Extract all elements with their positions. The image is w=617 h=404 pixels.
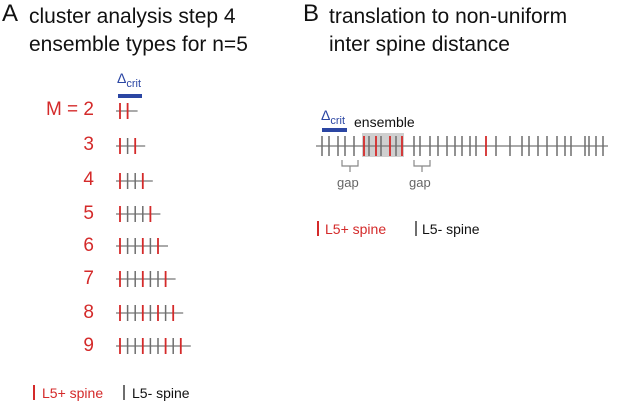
row-label-5: 5 <box>83 203 94 224</box>
ensemble-label: ensemble <box>354 114 415 130</box>
panel-a-letter: A <box>2 0 19 27</box>
gap-label-2: gap <box>409 175 431 190</box>
gap-label-1: gap <box>337 175 359 190</box>
row-label-7: 7 <box>83 268 94 289</box>
row-label-8: 8 <box>83 302 94 323</box>
gap-bracket-2 <box>413 160 431 167</box>
panel-b-delta-crit-label: Δcrit <box>321 107 346 127</box>
gap-bracket-1 <box>341 160 359 167</box>
panel-b-legend-red: L5+ spine <box>325 221 387 237</box>
row-label-6: 6 <box>83 235 94 256</box>
row-label-m2: M = 2 <box>45 99 94 120</box>
panel-a-title-line1: cluster analysis step 4 <box>29 5 236 28</box>
panel-b-letter: B <box>303 0 320 27</box>
panel-b-title-line2: inter spine distance <box>329 33 510 56</box>
row-label-9: 9 <box>83 335 94 356</box>
row-label-3: 3 <box>83 134 94 155</box>
row-label-4: 4 <box>83 169 94 190</box>
panel-b-legend-gray: L5- spine <box>422 221 480 237</box>
panel-a-title-line2: ensemble types for n=5 <box>29 33 248 56</box>
panel-a-delta-crit-label: Δcrit <box>117 70 142 90</box>
panel-a-legend-gray: L5- spine <box>132 385 190 401</box>
panel-b-title-line1: translation to non-uniform <box>329 5 568 28</box>
panel-a-legend-red: L5+ spine <box>42 385 104 401</box>
